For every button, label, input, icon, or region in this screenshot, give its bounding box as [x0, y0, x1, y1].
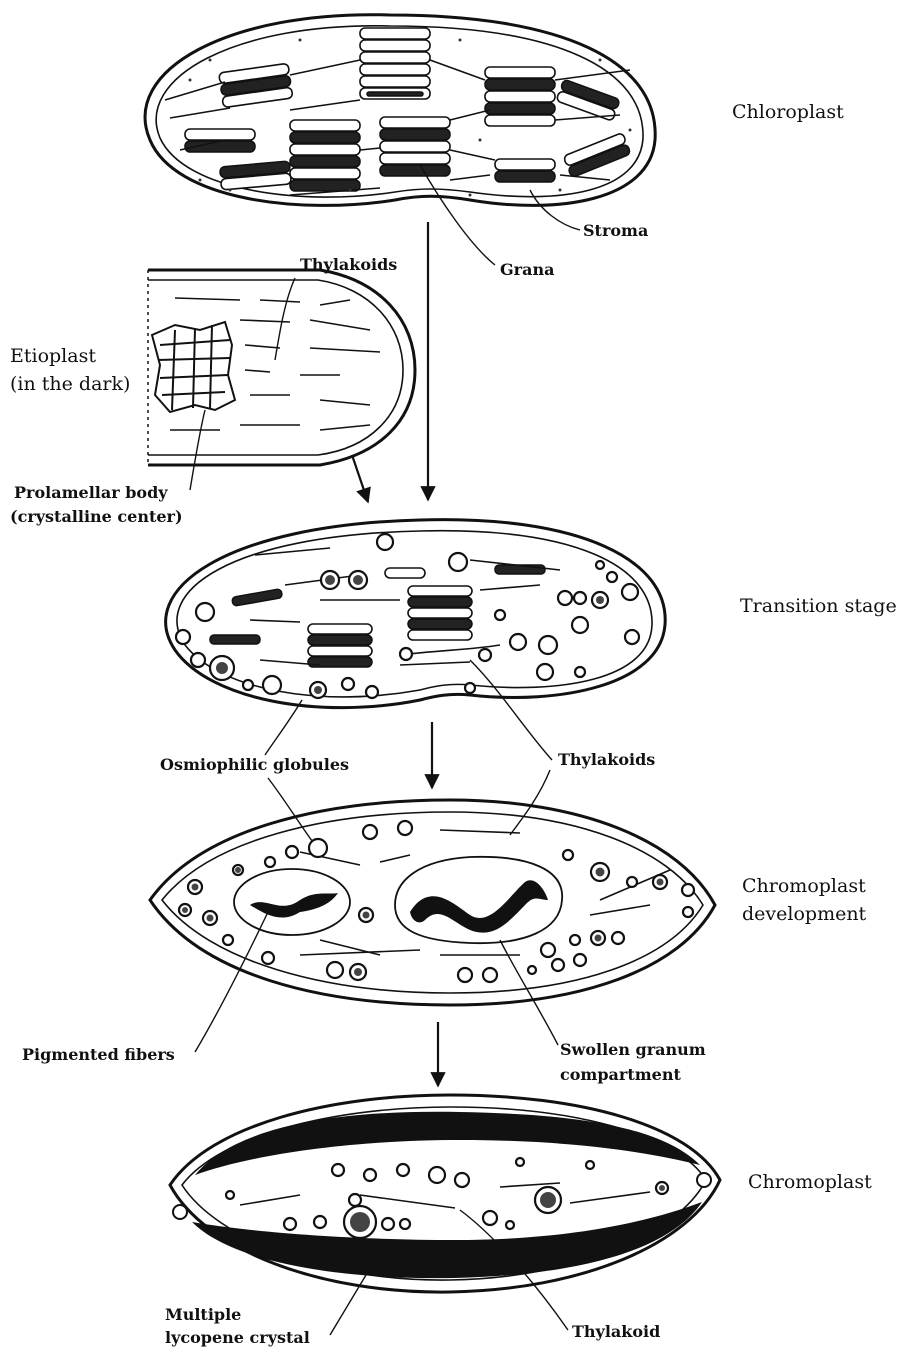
swollen-compartment-large: [395, 857, 562, 943]
label-etioplast-line2: (in the dark): [10, 373, 130, 395]
label-chloroplast: Chloroplast: [732, 101, 844, 123]
osmiophilic-leader-up: [265, 700, 302, 755]
label-transition-stage: Transition stage: [740, 595, 897, 617]
label-etioplast-line1: Etioplast: [10, 345, 96, 367]
label-grana: Grana: [500, 260, 554, 279]
label-thylakoids-mid: Thylakoids: [558, 750, 655, 769]
label-lycopene-line1: Multiple: [165, 1305, 241, 1324]
label-thylakoids-top: Thylakoids: [300, 255, 397, 274]
prolamellar-leader: [190, 410, 205, 490]
label-lycopene-line2: lycopene crystal: [165, 1328, 310, 1347]
label-osmiophilic-globules: Osmiophilic globules: [160, 755, 349, 774]
transition-stage-drawing: [166, 520, 666, 708]
label-swollen-line2: compartment: [560, 1065, 681, 1084]
lycopene-leader: [330, 1265, 372, 1335]
label-stroma: Stroma: [583, 221, 648, 240]
label-prolamellar-line1: Prolamellar body: [14, 483, 168, 502]
transition-globules: [176, 534, 639, 698]
pigmented-fibers-leader: [195, 912, 268, 1052]
chromoplast-development-drawing: [150, 800, 715, 1005]
lycopene-crystal-lower: [192, 1202, 702, 1278]
label-chromoplast-dev-line2: development: [742, 903, 867, 925]
etioplast-drawing: [148, 270, 415, 465]
label-prolamellar-line2: (crystalline center): [10, 507, 183, 526]
chloroplast-drawing: [145, 15, 655, 206]
label-chromoplast: Chromoplast: [748, 1171, 872, 1193]
label-pigmented-fibers: Pigmented fibers: [22, 1045, 175, 1064]
arrow-etioplast-to-transition: [352, 455, 368, 502]
osmiophilic-leader-down: [268, 778, 315, 845]
label-chromoplast-dev-line1: Chromoplast: [742, 875, 866, 897]
swollen-compartment-small: [234, 869, 350, 935]
chromoplast-drawing: [170, 1095, 720, 1292]
grana-leader: [420, 165, 495, 265]
grana-stacks: [185, 28, 631, 191]
prolamellar-body: [152, 322, 235, 412]
label-thylakoid-bottom: Thylakoid: [572, 1322, 660, 1341]
label-swollen-line1: Swollen granum: [560, 1040, 706, 1059]
